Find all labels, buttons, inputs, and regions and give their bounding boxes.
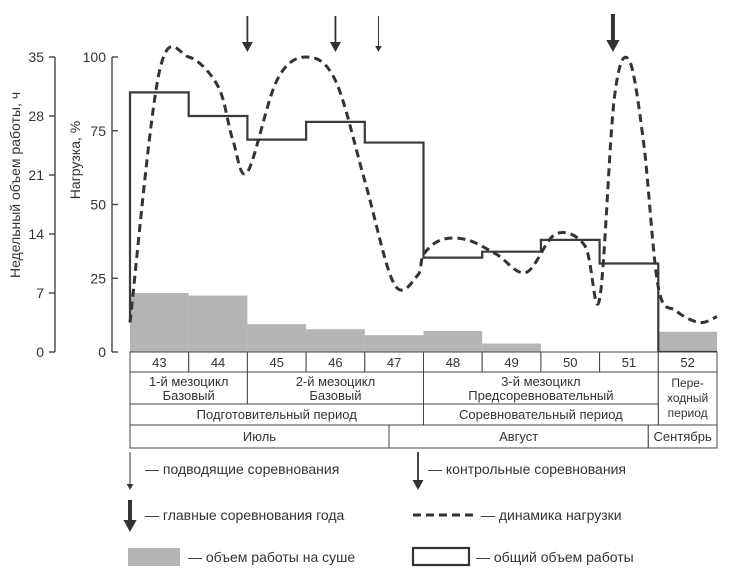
mesocycle-title: 2-й мезоцикл xyxy=(296,374,376,389)
week-label: 43 xyxy=(152,355,166,370)
legend-land-swatch xyxy=(128,548,180,566)
month-label: Июль xyxy=(243,429,276,444)
right-axis-tick-label: 25 xyxy=(90,270,106,286)
week-label: 51 xyxy=(622,355,636,370)
mesocycle-subtitle: Базовый xyxy=(163,388,215,403)
land-work-bar xyxy=(247,324,307,352)
legend-total-label: — общий объем работы xyxy=(476,549,634,565)
total-volume-line xyxy=(128,91,717,354)
legend-dynamics-label: — динамика нагрузки xyxy=(481,507,622,523)
left-axis-tick-label: 28 xyxy=(28,108,44,124)
week-label: 44 xyxy=(211,355,225,370)
week-label: 52 xyxy=(680,355,694,370)
period-label: Соревновательный период xyxy=(459,407,623,422)
legend-main-label: — главные соревнования года xyxy=(145,507,345,523)
left-axis-tick-label: 35 xyxy=(28,49,44,65)
mesocycle-title: 3-й мезоцикл xyxy=(501,374,581,389)
legend-approach-label: — подводящие соревнования xyxy=(145,461,339,477)
mesocycle-subtitle: Базовый xyxy=(309,388,361,403)
right-axis-tick-label: 0 xyxy=(98,344,106,360)
legend-control-arrow-head xyxy=(412,480,424,490)
right-axis-tick-label: 100 xyxy=(83,49,107,65)
land-work-bar xyxy=(658,331,717,352)
land-work-bar xyxy=(423,330,483,352)
legend-land-label: — объем работы на суше xyxy=(188,549,355,565)
week-label: 45 xyxy=(270,355,284,370)
mesocycle-subtitle: ходный xyxy=(667,391,708,405)
control-competition-arrow-head xyxy=(241,42,253,52)
left-axis-title: Недельный объем работы, ч xyxy=(7,92,23,278)
land-work-bar xyxy=(188,295,248,352)
land-work-bar xyxy=(130,293,189,352)
land-work-bar xyxy=(306,329,365,352)
month-label: Август xyxy=(499,429,538,444)
month-label: Сентябрь xyxy=(654,429,712,444)
land-work-bar xyxy=(482,343,541,352)
mesocycle-cell xyxy=(657,371,718,426)
mesocycle-cell xyxy=(129,371,248,405)
legend-approach-arrow-head xyxy=(126,484,134,490)
left-axis-tick-label: 7 xyxy=(36,285,44,301)
right-axis-title: Нагрузка, % xyxy=(67,121,83,200)
main-competition-arrow-head xyxy=(606,40,620,52)
load-dynamics-line xyxy=(128,45,718,325)
week-label: 49 xyxy=(504,355,518,370)
legend-control-label: — контрольные соревнования xyxy=(428,461,626,477)
month-cell xyxy=(647,424,718,449)
legend-main-arrow-head xyxy=(123,520,137,532)
mesocycle-cell xyxy=(423,371,659,405)
week-label: 48 xyxy=(446,355,460,370)
mesocycle-title: 1-й мезоцикл xyxy=(149,374,229,389)
approach-competition-arrow-head xyxy=(375,46,382,52)
left-axis-tick-label: 0 xyxy=(36,344,44,360)
mesocycle-subtitle: Предсоревновательный xyxy=(468,388,613,403)
right-axis-tick-label: 75 xyxy=(90,123,106,139)
left-axis-tick-label: 14 xyxy=(28,226,44,242)
legend-total-swatch xyxy=(411,546,471,567)
right-axis-tick-label: 50 xyxy=(90,197,106,213)
week-label: 46 xyxy=(328,355,342,370)
period-label: Подготовительный период xyxy=(197,407,358,422)
mesocycle-title: Пере- xyxy=(671,376,704,390)
mesocycle-extra: период xyxy=(668,406,708,420)
week-label: 50 xyxy=(563,355,577,370)
left-axis-tick-label: 21 xyxy=(28,167,44,183)
control-competition-arrow-head xyxy=(329,42,341,52)
week-label: 47 xyxy=(387,355,401,370)
land-work-bar xyxy=(364,335,424,352)
